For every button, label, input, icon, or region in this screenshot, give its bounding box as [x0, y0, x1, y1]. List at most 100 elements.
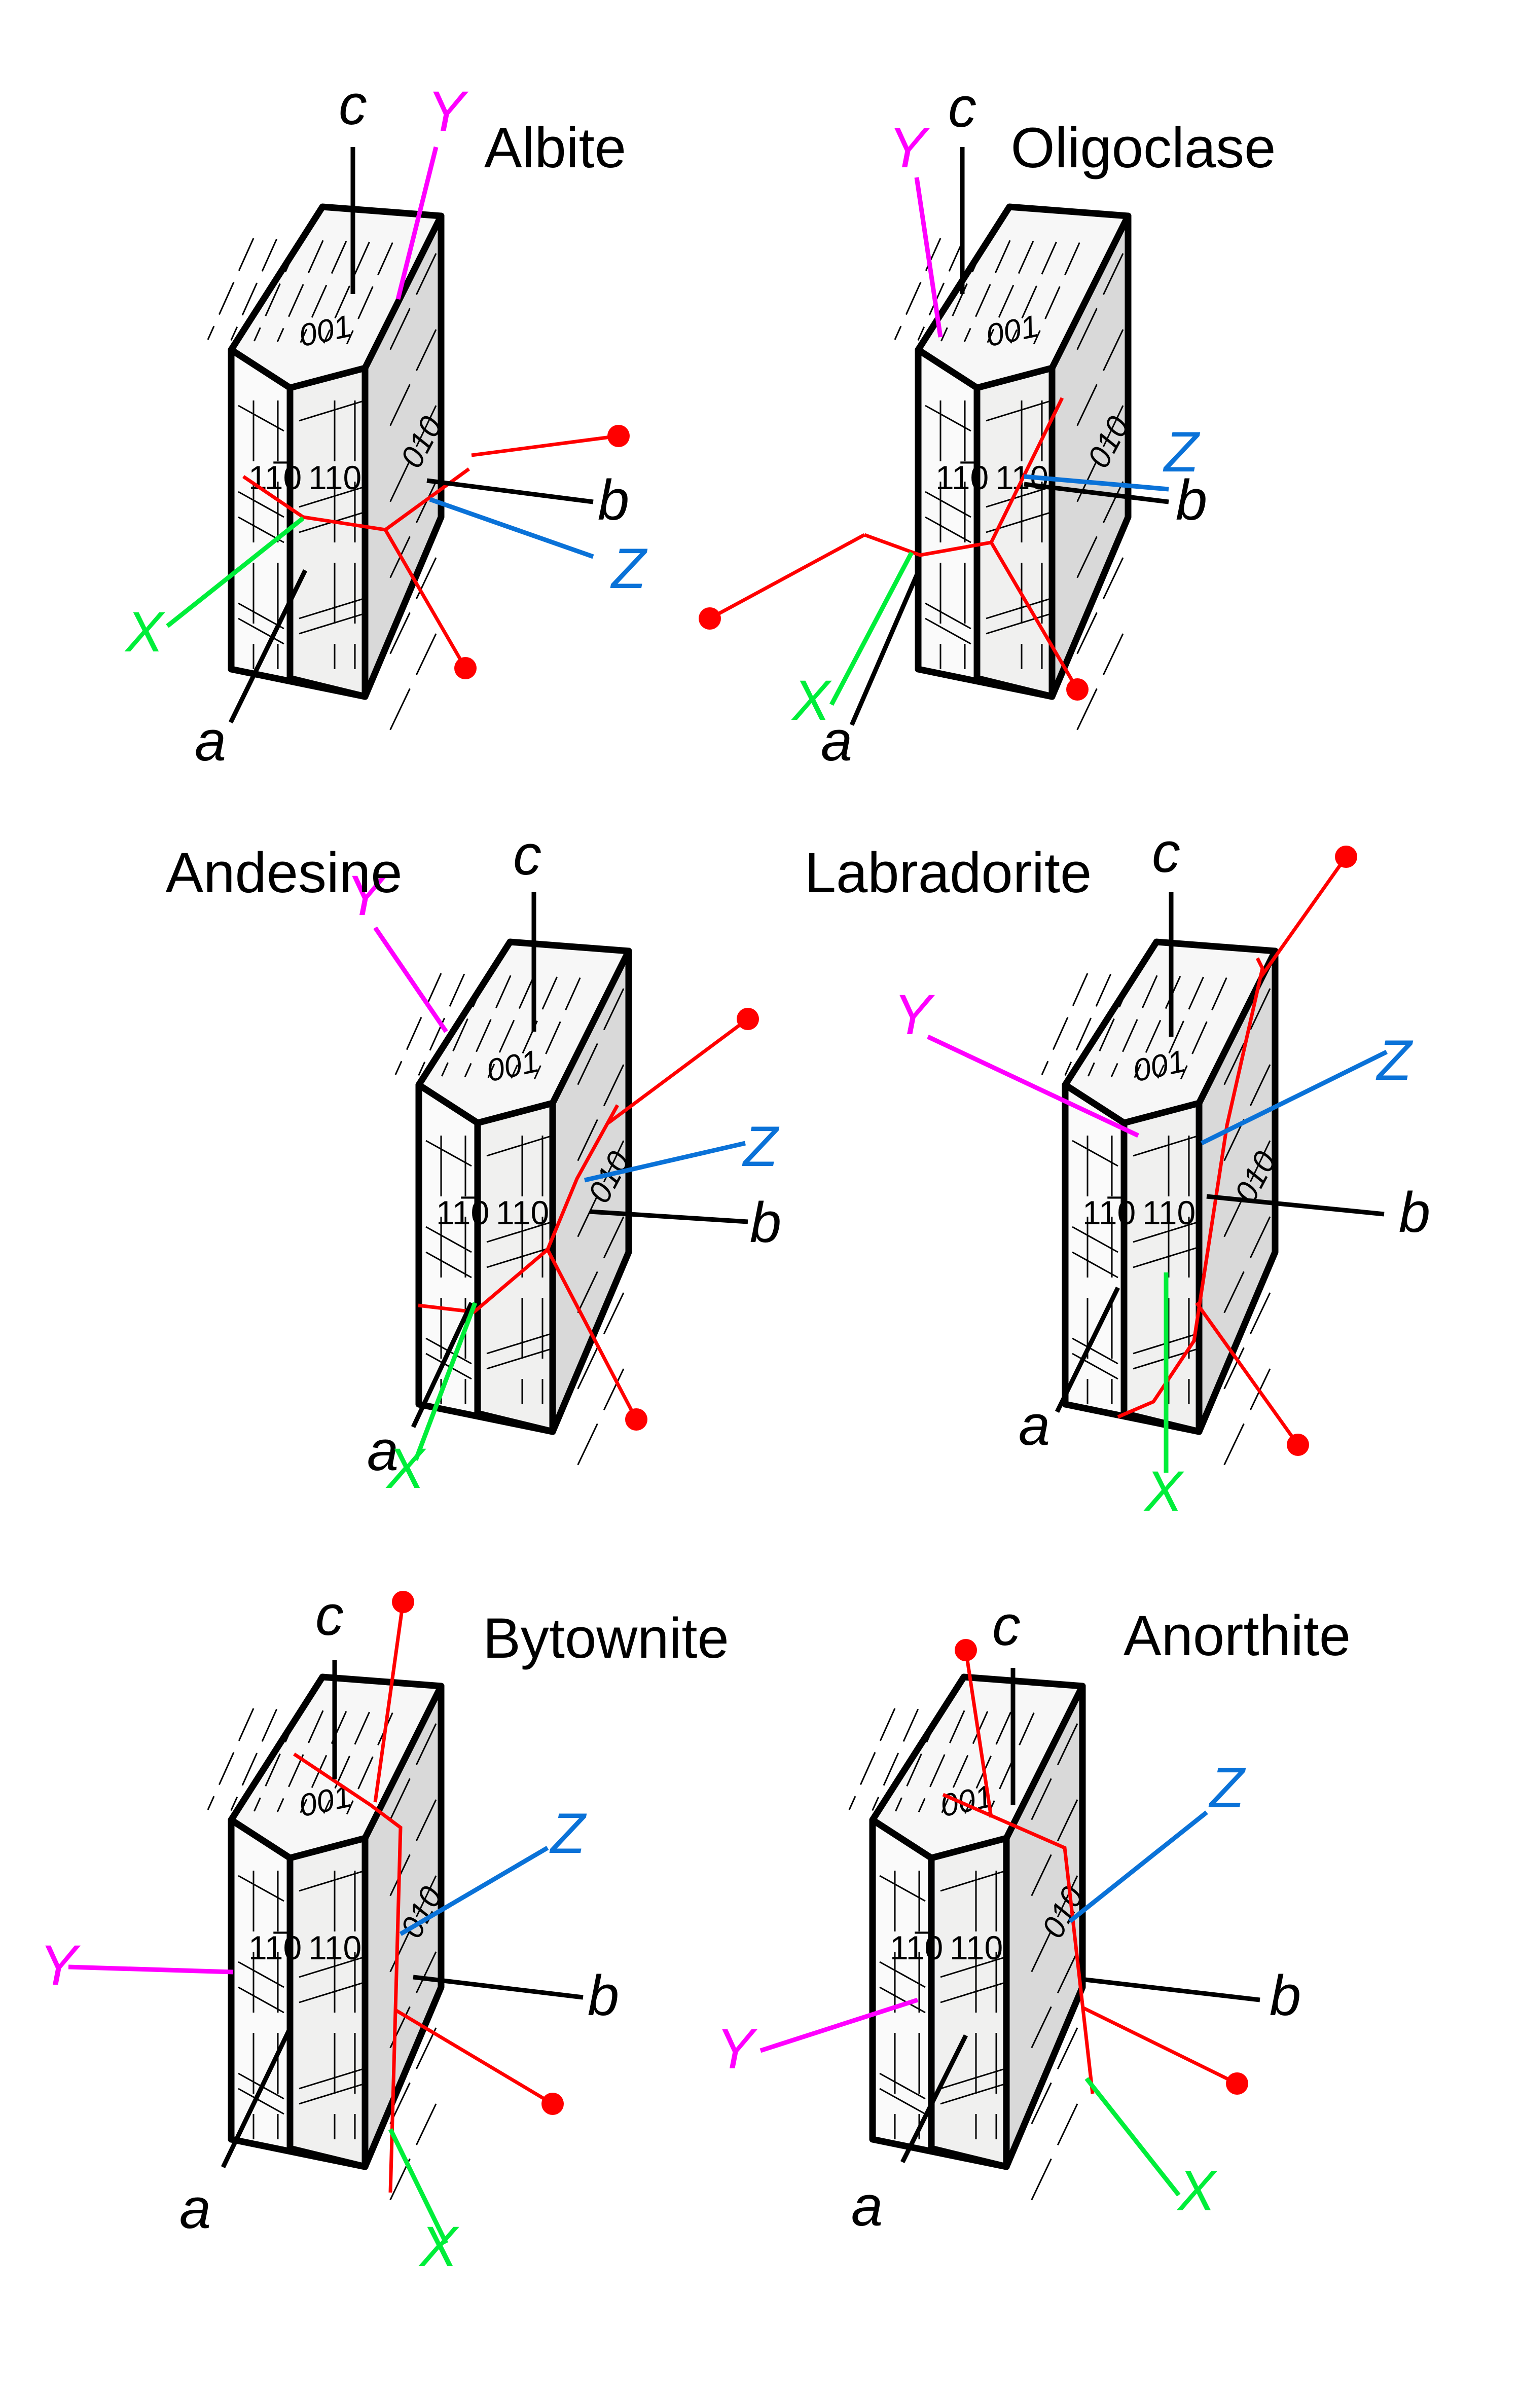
axis-label-Z: Z: [1375, 1029, 1414, 1092]
face-1bar10: [231, 350, 290, 678]
crystal-edges: [869, 1673, 1086, 2170]
axis-label-a: a: [179, 2177, 211, 2240]
axis-label-b: b: [1270, 1964, 1301, 2027]
axis-label-Y: Y: [346, 864, 388, 927]
axis-label-Z: Z: [610, 537, 648, 600]
axis-Y-line: [914, 177, 943, 338]
optic-axis-plane: [418, 1008, 759, 1431]
optic-axis-line: [383, 529, 467, 669]
face-1bar10: [918, 350, 977, 678]
axis-label-b: b: [1399, 1181, 1430, 1244]
axis-a-line: [411, 1302, 474, 1428]
axis-label-Y: Y: [716, 2017, 758, 2081]
crystal-edges: [915, 203, 1132, 700]
optic-plane-trace: [242, 467, 470, 532]
axis-label-c: c: [948, 76, 976, 139]
axis-Z-line: [429, 497, 594, 559]
axis-Z-line: [1024, 474, 1169, 492]
axis-label-Y: Y: [894, 983, 935, 1046]
crystal-edges: [1062, 938, 1279, 1435]
axis-a-line: [228, 569, 308, 723]
axis-label-b: b: [750, 1191, 781, 1254]
crystal-edges: [228, 203, 445, 700]
axis-Y-line: [68, 1964, 234, 1975]
optic-plane-trace: [942, 1793, 1095, 2094]
face-110: [931, 1838, 1006, 2167]
axis-label-X: X: [791, 669, 832, 732]
axis-label-c: c: [339, 73, 367, 136]
axis-a-line: [900, 2034, 968, 2164]
optic-axis-line: [546, 1249, 638, 1420]
face-110: [290, 1838, 365, 2167]
optic-axis-line: [964, 1650, 993, 1818]
face-label-110: 110: [308, 1929, 361, 1966]
optic-axis-line: [607, 1017, 749, 1124]
axis-label-Y: Y: [427, 80, 469, 143]
axis-label-a: a: [367, 1419, 399, 1482]
axis-label-a: a: [851, 2174, 883, 2238]
optic-plane-trace: [1117, 957, 1264, 1419]
axis-label-c: c: [1152, 821, 1180, 884]
optic-axis-dot: [625, 1408, 647, 1431]
optic-axis-plane: [242, 425, 630, 679]
axis-X-line: [1084, 2077, 1181, 2197]
axis-b-line: [1024, 482, 1169, 504]
axis-label-X: X: [418, 2215, 460, 2278]
mineral-name: Albite: [484, 116, 626, 179]
optic-axis-dot: [1066, 678, 1089, 701]
mineral-name: Labradorite: [805, 841, 1092, 904]
face-label-1bar10: 11̅0: [1082, 1194, 1136, 1231]
axis-label-c: c: [992, 1594, 1021, 1657]
face-label-1bar10: 11̅0: [248, 459, 302, 496]
axis-Z-line: [1201, 1049, 1388, 1146]
axis-label-Z: Z: [742, 1115, 780, 1178]
optic-axis-dot: [1335, 846, 1357, 868]
axis-Y-line: [759, 1997, 919, 2053]
axis-X-line: [388, 2128, 449, 2244]
crystal-edges: [415, 938, 632, 1435]
cleavage-hatching: [1041, 973, 1271, 1476]
axis-label-Z: Z: [1208, 1756, 1246, 1819]
axis-Y-line: [927, 1034, 1139, 1138]
optic-axis-line: [1195, 1301, 1299, 1446]
mineral-name: Oligoclase: [1011, 116, 1276, 179]
face-1bar10: [231, 1820, 290, 2148]
face-label-110: 110: [1142, 1194, 1196, 1231]
optic-axis-line: [471, 434, 619, 457]
axis-label-Z: Z: [549, 1802, 587, 1865]
axis-Z-line: [1068, 1810, 1208, 1923]
optic-axis-dot: [699, 607, 721, 630]
face-1bar10: [1065, 1085, 1124, 1413]
optic-axis-line: [1258, 855, 1348, 980]
face-label-110: 110: [950, 1929, 1003, 1966]
optic-axis-line: [1081, 2005, 1238, 2086]
axis-label-X: X: [385, 1437, 427, 1500]
optic-axis-plane: [699, 397, 1089, 701]
cleavage-hatching: [207, 1708, 437, 2211]
crystal-edges: [228, 1673, 445, 2170]
optic-axis-line: [394, 2008, 554, 2106]
axis-Z-line: [584, 1141, 746, 1183]
face-label-110: 110: [308, 459, 361, 496]
axis-label-b: b: [588, 1964, 619, 2027]
axis-label-a: a: [195, 709, 226, 773]
axis-Y-line: [373, 926, 448, 1033]
optic-axis-dot: [737, 1008, 759, 1030]
axis-label-c: c: [315, 1584, 344, 1647]
face-label-1bar10: 11̅0: [436, 1194, 489, 1231]
axis-label-b: b: [598, 468, 629, 532]
face-110: [478, 1103, 553, 1432]
face-label-1bar10: 11̅0: [890, 1929, 943, 1966]
mineral-name: Andesine: [165, 841, 402, 904]
mineral-name: Bytownite: [483, 1607, 729, 1670]
face-110: [1124, 1103, 1199, 1432]
mineral-name: Anorthite: [1124, 1604, 1351, 1667]
face-110: [290, 368, 365, 697]
